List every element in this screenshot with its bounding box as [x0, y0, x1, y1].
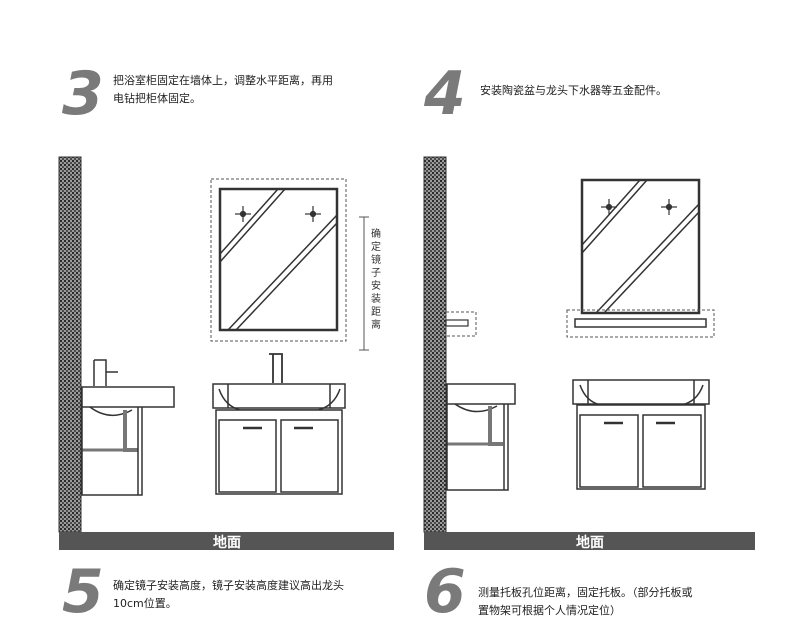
ground-bar [424, 532, 755, 550]
mirror-distance-bracket [359, 216, 369, 351]
step-number: 5 [62, 557, 104, 627]
step-number: 3 [62, 59, 104, 129]
side-view-vanity [81, 359, 175, 496]
side-view-vanity [446, 383, 516, 491]
ground-label: 地面 [576, 534, 604, 551]
shelf [574, 318, 707, 328]
front-view-vanity [212, 353, 346, 495]
step-number: 6 [424, 557, 466, 627]
left-panel: 地面 [58, 156, 394, 551]
ground-label: 地面 [213, 534, 241, 551]
crosshair-icon [601, 199, 617, 215]
mirror-frame [218, 187, 339, 332]
ground-bar [59, 532, 394, 550]
mirror-distance-label: 确定镜子安装距离 [371, 229, 381, 331]
step-text-line-2: 置物架可根据个人情况定位） [478, 604, 621, 617]
step-text-line-1: 安装陶瓷盆与龙头下水器等五金配件。 [480, 84, 667, 97]
mirror-step5 [210, 178, 347, 342]
front-view-vanity [572, 379, 710, 490]
step-text-line-1: 确定镜子安装高度，镜子安装高度建议高出龙头 [113, 579, 344, 592]
step-text-line-1: 把浴室柜固定在墙体上，调整水平距离，再用 [113, 74, 333, 87]
crosshair-icon [235, 206, 251, 222]
mirror-dashed-outline [210, 178, 347, 342]
mirror-frame [580, 178, 701, 315]
right-panel: 地面 [423, 156, 755, 551]
step-text-line-2: 电钻把柜体固定。 [113, 92, 201, 105]
crosshair-icon [661, 199, 677, 215]
shelf-dashed-outline [566, 309, 715, 338]
shelf-side-view [445, 311, 477, 337]
step-text-line-2: 10cm位置。 [113, 597, 177, 610]
step-number: 4 [424, 59, 466, 129]
crosshair-icon [305, 206, 321, 222]
wall [423, 156, 447, 533]
step-text-line-1: 测量托板孔位距离，固定托板。（部分托板或 [478, 586, 693, 599]
mirror-step6 [566, 178, 715, 338]
wall [58, 156, 82, 533]
